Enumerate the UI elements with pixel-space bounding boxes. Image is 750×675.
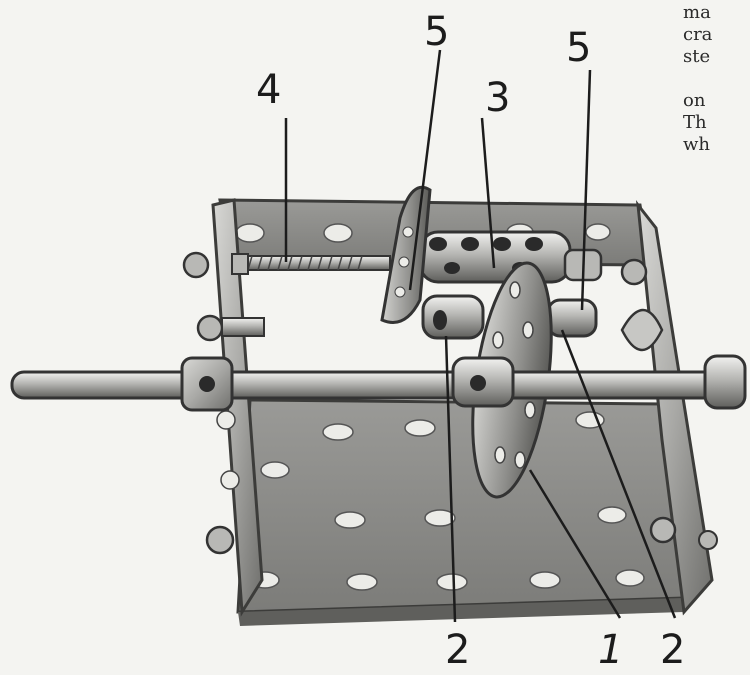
callout-4: 4 xyxy=(256,67,282,113)
collar-right xyxy=(546,298,598,338)
cropped-body-text: ma cra ste on Th wh xyxy=(683,2,750,156)
callout-3: 3 xyxy=(485,75,511,121)
callout-2-left: 2 xyxy=(445,627,471,673)
callout-2-right: 2 xyxy=(660,627,686,673)
text-line: on xyxy=(683,90,706,111)
base-plate xyxy=(236,398,686,626)
main-axle-rod xyxy=(10,354,747,412)
text-line: Th xyxy=(683,112,707,133)
left-side-plate xyxy=(182,198,265,617)
text-line: ma xyxy=(683,2,711,23)
text-line xyxy=(683,68,750,90)
callout-5-left: 5 xyxy=(424,9,450,55)
leader-lines xyxy=(284,49,677,623)
callout-5-right: 5 xyxy=(566,25,592,71)
collar-left xyxy=(421,294,485,340)
right-side-plate xyxy=(620,199,718,616)
callout-1: 1 xyxy=(598,627,624,673)
threaded-rod xyxy=(231,253,391,275)
text-line: ste xyxy=(683,46,711,67)
text-line: cra xyxy=(683,24,713,45)
text-line: wh xyxy=(683,134,710,155)
